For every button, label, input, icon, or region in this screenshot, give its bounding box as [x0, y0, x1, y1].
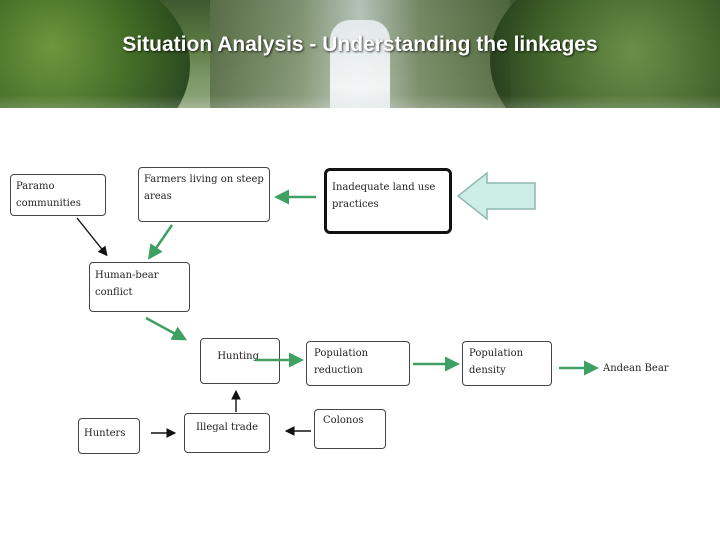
node-label: Illegal trade	[196, 422, 259, 433]
block-arrow-input	[456, 171, 536, 221]
arrow-farmers-to-conflict	[148, 224, 174, 260]
arrow-paramo-to-conflict	[76, 217, 108, 257]
node-label: Population reduction	[314, 348, 369, 376]
node-label: Farmers living on steep areas	[144, 174, 264, 202]
node-label: Hunters	[84, 428, 126, 439]
node-population-reduction: Population reduction	[306, 341, 410, 386]
arrow-conflict-to-hunting	[145, 316, 188, 341]
node-colonos: Colonos	[314, 409, 386, 449]
node-hunters: Hunters	[78, 418, 140, 454]
node-illegal-trade: Illegal trade	[184, 413, 270, 453]
node-paramo-communities: Paramo communities	[10, 174, 106, 216]
node-label: Colonos	[323, 415, 364, 426]
node-label: Human-bear conflict	[95, 270, 159, 298]
node-label: Inadequate land use practices	[332, 182, 436, 210]
node-population-density: Population density	[462, 341, 552, 386]
node-label: Paramo communities	[16, 181, 81, 209]
slide-title: Situation Analysis - Understanding the l…	[122, 33, 598, 56]
node-andean-bear: Andean Bear	[603, 363, 669, 374]
node-label: Hunting	[217, 351, 259, 362]
node-inadequate-land-use: Inadequate land use practices	[324, 168, 452, 234]
node-farmers-steep-areas: Farmers living on steep areas	[138, 167, 270, 222]
node-label: Population density	[469, 348, 524, 376]
node-human-bear-conflict: Human-bear conflict	[89, 262, 190, 312]
